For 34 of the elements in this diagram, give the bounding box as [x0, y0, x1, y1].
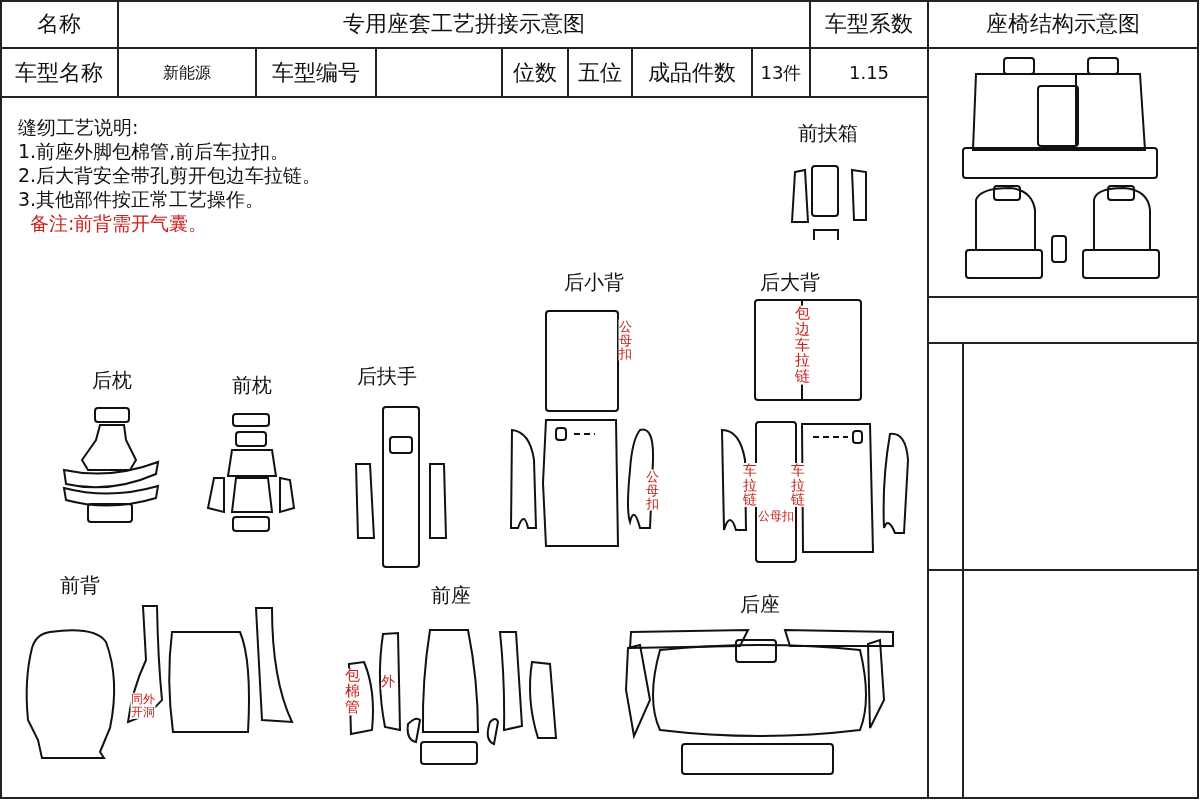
field-label: 座椅结构示意图	[986, 11, 1140, 37]
section-heading: 后扶手	[357, 365, 417, 387]
sewing-note: 公母扣	[618, 319, 632, 361]
notes-heading: 缝纫工艺说明:	[18, 116, 139, 138]
field-label: 成品件数	[648, 60, 736, 86]
section-heading: 前背	[60, 574, 100, 596]
sewing-note: 同外开洞	[130, 692, 156, 720]
field-value: 五位	[578, 60, 622, 86]
field-label: 车型名称	[15, 60, 103, 86]
field-value: 1.15	[848, 63, 890, 83]
field-label: 车型编号	[272, 60, 360, 86]
instruction-text: 2.后大背安全带孔剪开包边车拉链。	[18, 164, 322, 186]
sewing-note: 车拉链	[791, 462, 805, 508]
instruction-text: 3.其他部件按正常工艺操作。	[18, 188, 265, 210]
section-heading: 前枕	[232, 374, 272, 396]
section-heading: 前座	[431, 584, 471, 606]
sewing-note: 包棉管	[344, 668, 360, 716]
section-heading: 后座	[740, 593, 780, 615]
section-heading: 后枕	[92, 369, 132, 391]
sewing-note: 外	[381, 674, 395, 690]
section-heading: 前扶箱	[798, 122, 858, 144]
field-label: 名称	[37, 11, 81, 37]
sewing-note: 公母扣	[645, 469, 659, 511]
sewing-note: 公母扣	[758, 510, 794, 524]
section-heading: 后小背	[564, 271, 624, 293]
field-label: 位数	[513, 60, 557, 86]
field-label: 车型系数	[825, 11, 913, 37]
section-heading: 后大背	[760, 271, 820, 293]
sewing-note: 包边车拉链	[794, 305, 810, 385]
sheet-title: 专用座套工艺拼接示意图	[343, 11, 585, 37]
field-value: 13件	[760, 63, 802, 83]
instruction-text: 1.前座外脚包棉管,前后车拉扣。	[18, 140, 290, 162]
field-value: 新能源	[163, 64, 211, 82]
sewing-note: 车拉链	[743, 462, 757, 508]
